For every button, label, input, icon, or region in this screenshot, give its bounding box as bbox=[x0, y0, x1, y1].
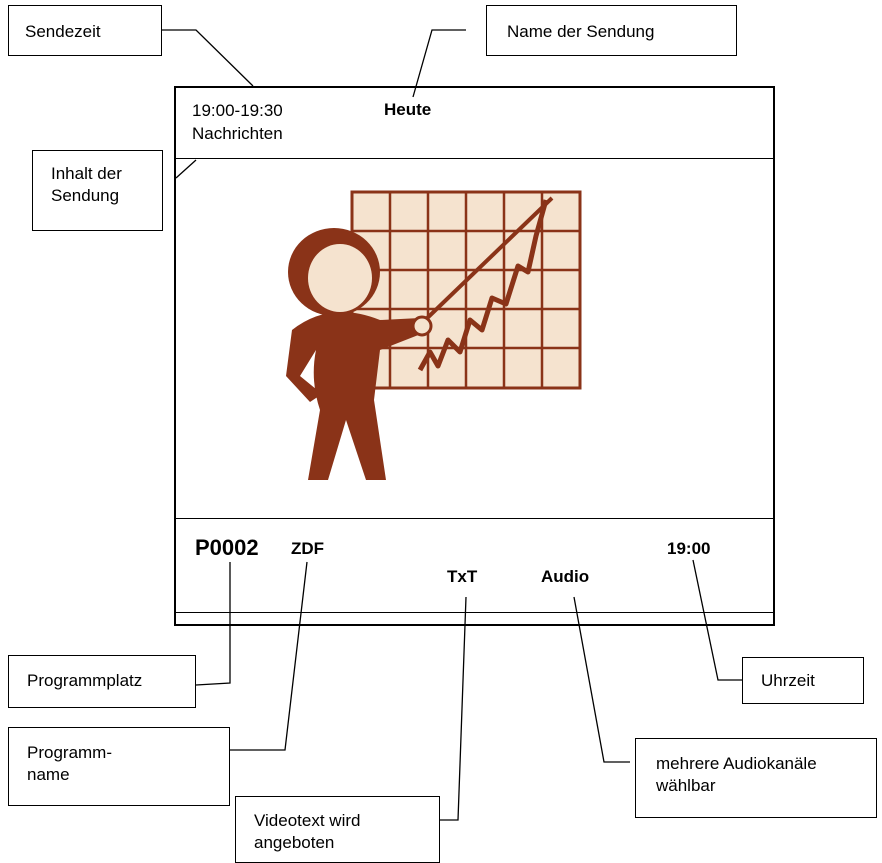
callout-programmplatz: Programmplatz bbox=[8, 655, 196, 708]
tv-screen bbox=[174, 86, 775, 626]
callout-videotext-line2: angeboten bbox=[254, 833, 335, 852]
connector-heute bbox=[412, 29, 466, 98]
connector-videotext bbox=[440, 596, 467, 821]
callout-name-der-sendung: Name der Sendung bbox=[486, 5, 737, 56]
callout-name-der-sendung-text: Name der Sendung bbox=[507, 22, 655, 41]
callout-programmplatz-text: Programmplatz bbox=[27, 671, 143, 690]
presenter-illustration bbox=[286, 190, 582, 480]
callout-videotext: Videotext wird angeboten bbox=[235, 796, 440, 863]
callout-inhalt-line2: Sendung bbox=[51, 186, 120, 205]
divider-bottom bbox=[174, 518, 775, 519]
connector-inhalt bbox=[175, 159, 197, 179]
trend-line bbox=[417, 199, 549, 372]
presenter-figure bbox=[286, 228, 433, 480]
connector-audio bbox=[573, 596, 630, 763]
pointer-stick bbox=[418, 196, 554, 327]
broadcast-content: Nachrichten bbox=[192, 124, 283, 143]
teletext-indicator: TxT bbox=[447, 567, 478, 586]
clock: 19:00 bbox=[667, 539, 711, 558]
callout-programmname-line2: name bbox=[27, 765, 70, 784]
broadcast-time: 19:00-19:30 bbox=[192, 101, 283, 120]
connector-uhrzeit bbox=[692, 559, 742, 681]
chart-board bbox=[350, 190, 582, 390]
callout-uhrzeit-text: Uhrzeit bbox=[761, 671, 815, 690]
callout-uhrzeit: Uhrzeit bbox=[742, 657, 864, 704]
audio-indicator: Audio bbox=[541, 567, 590, 586]
callout-videotext-line1: Videotext wird bbox=[254, 811, 361, 830]
connector-programmplatz bbox=[195, 562, 231, 686]
channel-name: ZDF bbox=[291, 539, 325, 558]
program-number: P0002 bbox=[195, 535, 259, 560]
callout-sendezeit-text: Sendezeit bbox=[25, 22, 101, 41]
callout-audio: mehrere Audiokanäle wählbar bbox=[635, 738, 877, 818]
callout-programmname-line1: Programm- bbox=[27, 743, 113, 762]
callout-inhalt: Inhalt der Sendung bbox=[32, 150, 163, 231]
callout-programmname: Programm- name bbox=[8, 727, 230, 806]
show-name: Heute bbox=[384, 100, 432, 119]
divider-footer bbox=[174, 612, 775, 613]
callout-audio-line2: wählbar bbox=[656, 776, 716, 795]
callout-audio-line1: mehrere Audiokanäle bbox=[656, 754, 817, 773]
connector-sendezeit bbox=[162, 29, 254, 87]
divider-top bbox=[174, 158, 775, 159]
callout-sendezeit: Sendezeit bbox=[8, 5, 162, 56]
callout-inhalt-line1: Inhalt der bbox=[51, 164, 122, 183]
